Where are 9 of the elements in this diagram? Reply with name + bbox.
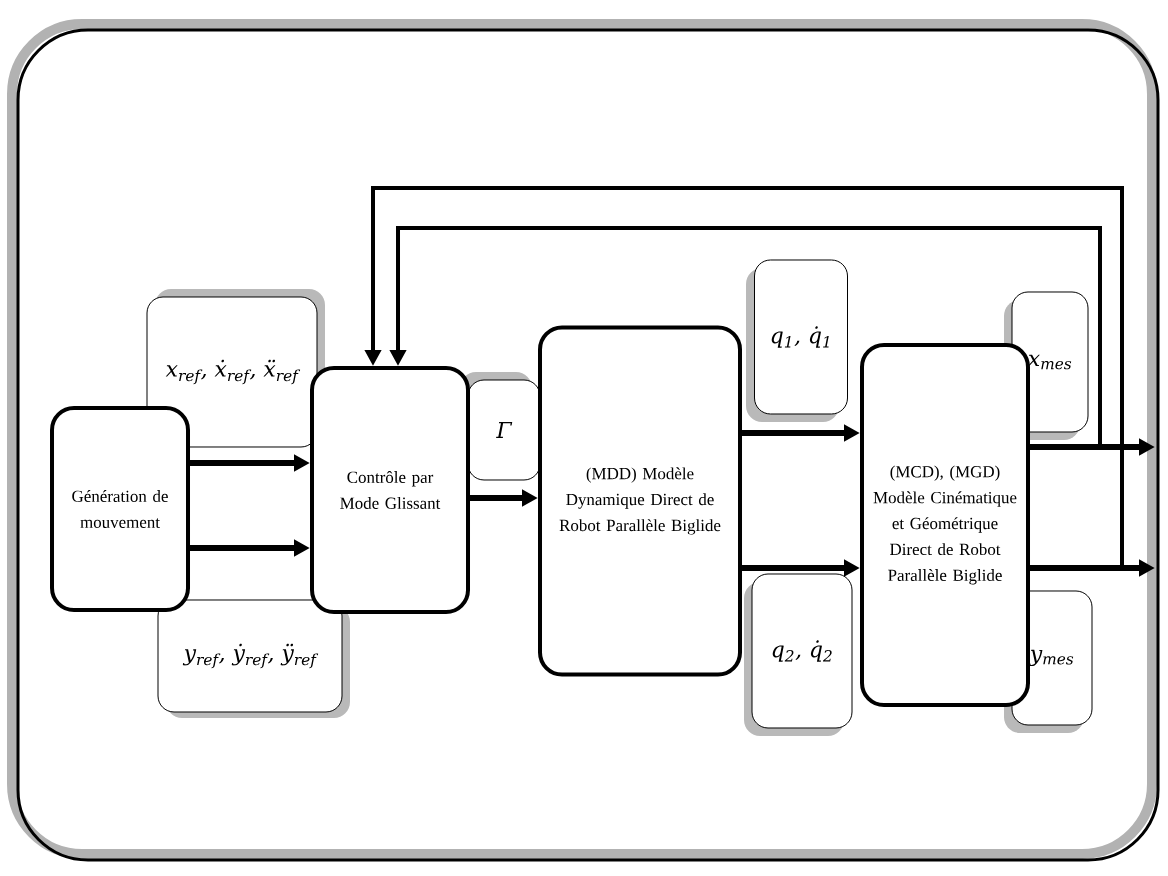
process-box: (MCD), (MGD) Modèle Cinématique et Géométrique Direct de Robot Parallèle Biglide [860,343,1030,707]
signal-box: x$_{ref}$, ẋ$_{ref}$, ẍ$_{ref}$ [146,289,325,448]
process-box: Contrôle par Mode Glissant [310,366,470,614]
process-box: (MDD) Modèle Dynamique Direct de Robot Parallèle Biglide [538,325,742,677]
signal-box: y$_{ref}$, ẏ$_{ref}$, ÿ$_{ref}$ [157,599,350,718]
signal-box: q$_{1}$, q̇$_{1}$ [746,259,848,422]
process-box: Génération de mouvement [50,406,190,612]
signal-box: Γ [460,372,541,481]
signal-box: q$_{2}$, q̇$_{2}$ [744,573,853,736]
